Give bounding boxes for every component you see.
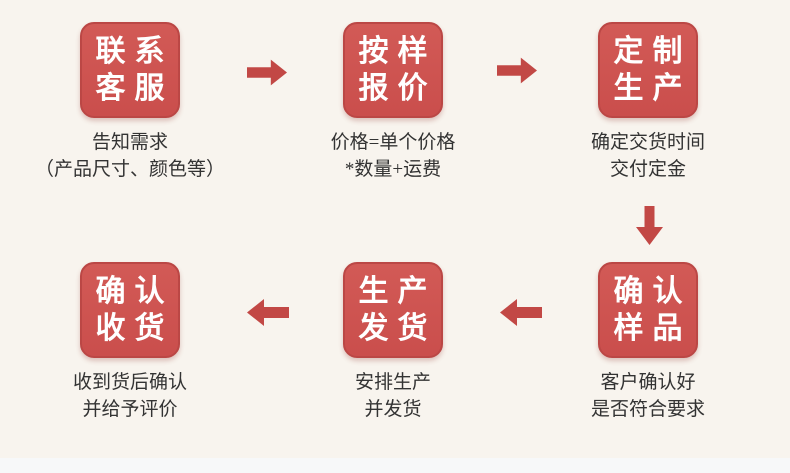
caption-line: 价格=单个价格	[330, 132, 456, 153]
step-sample-quote: 按样 报价 价格=单个价格 *数量+运费	[331, 22, 455, 183]
page-bottom-strip	[0, 458, 790, 473]
step-confirm-receipt-box: 确认 收货	[80, 262, 180, 358]
caption-line: 客户确认好	[600, 372, 696, 393]
step-custom-production-box: 定制 生产	[598, 22, 698, 118]
caption-line: （产品尺寸、颜色等）	[34, 159, 225, 180]
caption-line: 确定交货时间	[590, 132, 705, 153]
step-title-line: 确认	[613, 275, 692, 308]
step-title-line: 生产	[613, 72, 692, 105]
arrow-right-icon	[497, 57, 537, 84]
caption-line: 并发货	[364, 399, 422, 420]
caption-line: 安排生产	[354, 372, 431, 393]
step-title-line: 发货	[358, 312, 437, 345]
step-title-line: 样品	[613, 312, 692, 345]
step-title-line: 收货	[95, 312, 174, 345]
step-title-line: 按样	[358, 35, 437, 68]
step-sample-quote-box: 按样 报价	[343, 22, 443, 118]
step-title-line: 生产	[358, 275, 437, 308]
caption-line: 并给予评价	[82, 399, 178, 420]
caption-line: 交付定金	[609, 159, 686, 180]
step-title-line: 联系	[95, 35, 174, 68]
step-produce-ship-box: 生产 发货	[343, 262, 443, 358]
step-confirm-sample-caption: 客户确认好 是否符合要求	[508, 369, 788, 423]
step-title-line: 定制	[613, 35, 692, 68]
step-contact-service-box: 联系 客服	[80, 22, 180, 118]
arrow-left-icon	[247, 299, 289, 326]
step-sample-quote-caption: 价格=单个价格 *数量+运费	[253, 129, 533, 183]
step-title-line: 报价	[358, 72, 437, 105]
step-confirm-sample-box: 确认 样品	[598, 262, 698, 358]
caption-line: 是否符合要求	[590, 399, 705, 420]
step-contact-service-caption: 告知需求 （产品尺寸、颜色等）	[0, 129, 270, 183]
arrow-down-icon	[636, 206, 663, 245]
step-custom-production: 定制 生产 确定交货时间 交付定金	[591, 22, 705, 183]
step-title-line: 确认	[95, 275, 174, 308]
step-confirm-receipt: 确认 收货 收到货后确认 并给予评价	[73, 262, 187, 423]
caption-line: 收到货后确认	[72, 372, 187, 393]
arrow-right-icon	[247, 59, 287, 86]
step-contact-service: 联系 客服 告知需求 （产品尺寸、颜色等）	[35, 22, 225, 183]
step-confirm-receipt-caption: 收到货后确认 并给予评价	[0, 369, 270, 423]
arrow-left-icon	[500, 299, 542, 326]
caption-line: *数量+运费	[344, 159, 442, 180]
step-produce-ship-caption: 安排生产 并发货	[253, 369, 533, 423]
step-produce-ship: 生产 发货 安排生产 并发货	[343, 262, 443, 423]
caption-line: 告知需求	[91, 132, 168, 153]
step-title-line: 客服	[95, 72, 174, 105]
step-custom-production-caption: 确定交货时间 交付定金	[508, 129, 788, 183]
step-confirm-sample: 确认 样品 客户确认好 是否符合要求	[591, 262, 705, 423]
